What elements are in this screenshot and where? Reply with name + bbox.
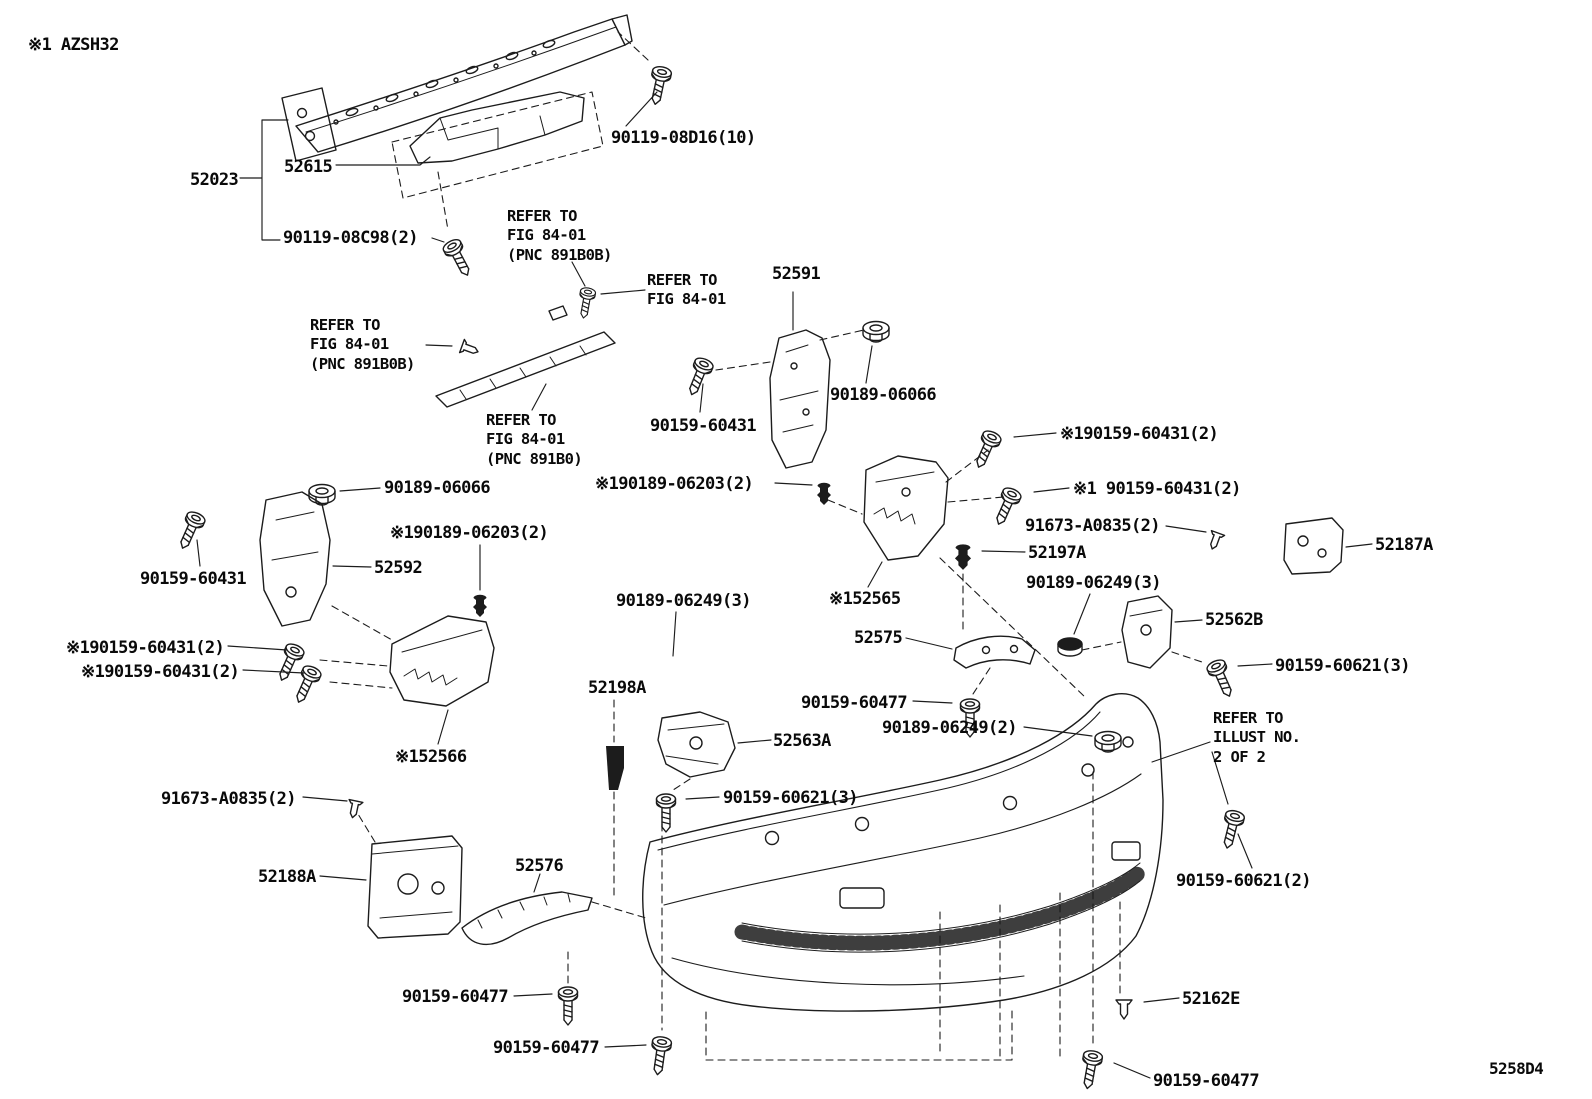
part-label-91673-a0835: 91673-A0835(2) — [1025, 516, 1160, 536]
clip-icon — [344, 798, 364, 820]
screw-icon — [655, 793, 677, 833]
screw-icon — [575, 286, 597, 320]
clip-icon — [472, 594, 488, 618]
part-label-52198a: 52198A — [588, 678, 646, 698]
part-lower-bracket-52566 — [389, 615, 495, 707]
part-label-52187a: 52187A — [1375, 535, 1433, 555]
screw-icon — [1204, 656, 1239, 701]
part-label-52563a: 52563A — [773, 731, 831, 751]
part-bracket-52576 — [461, 891, 593, 946]
part-label-52576: 52576 — [515, 856, 564, 876]
grommet-icon — [1094, 730, 1122, 753]
part-label-90189-06203: ※190189-06203(2) — [390, 523, 549, 543]
clip-icon — [458, 338, 482, 360]
part-label-90119-08d16: 90119-08D16(10) — [611, 128, 756, 148]
part-bracket-52575 — [953, 635, 1036, 669]
part-label-90159-60431: 90159-60431 — [140, 569, 247, 589]
part-guide-52198a — [606, 746, 624, 790]
bolt-icon — [989, 484, 1024, 529]
part-upper-retainer-rail — [435, 305, 616, 408]
part-label-90189-06066: 90189-06066 — [384, 478, 491, 498]
part-label-90159-60477: 90159-60477 — [801, 693, 908, 713]
bolt-icon — [272, 640, 307, 685]
part-label-90159-60477: 90159-60477 — [402, 987, 509, 1007]
part-label-90159-60431: 90159-60431 — [650, 416, 757, 436]
part-side-support-52591 — [769, 329, 831, 469]
part-label-52565: ※152565 — [829, 589, 901, 609]
part-label-90189-06203: ※190189-06203(2) — [595, 474, 754, 494]
part-label-90189-06249: 90189-06249(3) — [616, 591, 751, 611]
grommet-icon — [862, 320, 890, 343]
note-refer-illust: REFER TO ILLUST NO. 2 OF 2 — [1213, 709, 1301, 766]
variant-note: ※1 AZSH32 — [28, 35, 119, 55]
part-label-90159-60621: 90159-60621(3) — [1275, 656, 1410, 676]
screw-icon — [557, 986, 579, 1026]
note-refer-fig-84-01: REFER TO FIG 84-01 (PNC 891B0) — [486, 411, 583, 468]
note-refer-fig-84-01: REFER TO FIG 84-01 — [647, 271, 726, 309]
part-label-52591: 52591 — [772, 264, 821, 284]
part-bumper-reinforcement — [281, 14, 633, 162]
part-label-52162e: 52162E — [1182, 989, 1240, 1009]
part-label-90159-60431: ※190159-60431(2) — [66, 638, 225, 658]
part-side-support-52565 — [863, 455, 949, 561]
leader-lines — [196, 91, 1373, 1079]
part-label-52197a: 52197A — [1028, 543, 1086, 563]
bolt-icon — [440, 236, 477, 281]
part-label-52615: 52615 — [284, 157, 333, 177]
part-retainer-52592 — [259, 491, 331, 627]
bolt-icon — [969, 427, 1004, 472]
part-label-52023: 52023 — [190, 170, 239, 190]
diagram-code: 5258D4 — [1489, 1059, 1544, 1078]
part-label-90159-60477: 90159-60477 — [493, 1038, 600, 1058]
clip-icon — [1204, 529, 1226, 553]
clip-icon — [1115, 999, 1133, 1020]
note-refer-fig-84-01: REFER TO FIG 84-01 (PNC 891B0B) — [507, 207, 612, 264]
bolt-icon — [289, 662, 324, 707]
part-label-52575: 52575 — [854, 628, 903, 648]
part-pad-52188a — [367, 835, 463, 939]
part-energy-absorber-52615 — [409, 91, 585, 164]
part-label-90119-08c98: 90119-08C98(2) — [283, 228, 418, 248]
screw-icon — [1077, 1048, 1104, 1091]
grommet-icon — [308, 483, 336, 506]
screw-icon — [647, 1035, 673, 1077]
part-label-90159-60621: 90159-60621(3) — [723, 788, 858, 808]
part-label-90159-60477: 90159-60477 — [1153, 1071, 1260, 1091]
part-label-90159-60431: ※190159-60431(2) — [81, 662, 240, 682]
part-bracket-52562b — [1121, 595, 1173, 669]
part-label-90189-06249: 90189-06249(3) — [1026, 573, 1161, 593]
part-label-90189-06249: 90189-06249(2) — [882, 718, 1017, 738]
grommet-icon — [1057, 637, 1083, 657]
part-label-90159-60431: ※1 90159-60431(2) — [1073, 479, 1241, 499]
screw-icon — [1217, 808, 1247, 852]
clip-icon — [816, 482, 832, 506]
part-label-91673-a0835: 91673-A0835(2) — [161, 789, 296, 809]
bolt-icon — [173, 508, 208, 553]
part-piece-52187a — [1283, 517, 1344, 575]
part-label-52188a: 52188A — [258, 867, 316, 887]
part-label-90189-06066: 90189-06066 — [830, 385, 937, 405]
note-refer-fig-84-01: REFER TO FIG 84-01 (PNC 891B0B) — [310, 316, 415, 373]
part-label-52562b: 52562B — [1205, 610, 1263, 630]
part-rear-bumper-cover — [642, 693, 1164, 1012]
part-label-90159-60621: 90159-60621(2) — [1176, 871, 1311, 891]
bolt-icon — [682, 355, 716, 399]
part-label-52592: 52592 — [374, 558, 423, 578]
assembly-dashed-lines — [319, 31, 1203, 1061]
part-label-52566: ※152566 — [395, 747, 467, 767]
part-bracket-52563a — [657, 711, 736, 778]
part-label-90159-60431: ※190159-60431(2) — [1060, 424, 1219, 444]
